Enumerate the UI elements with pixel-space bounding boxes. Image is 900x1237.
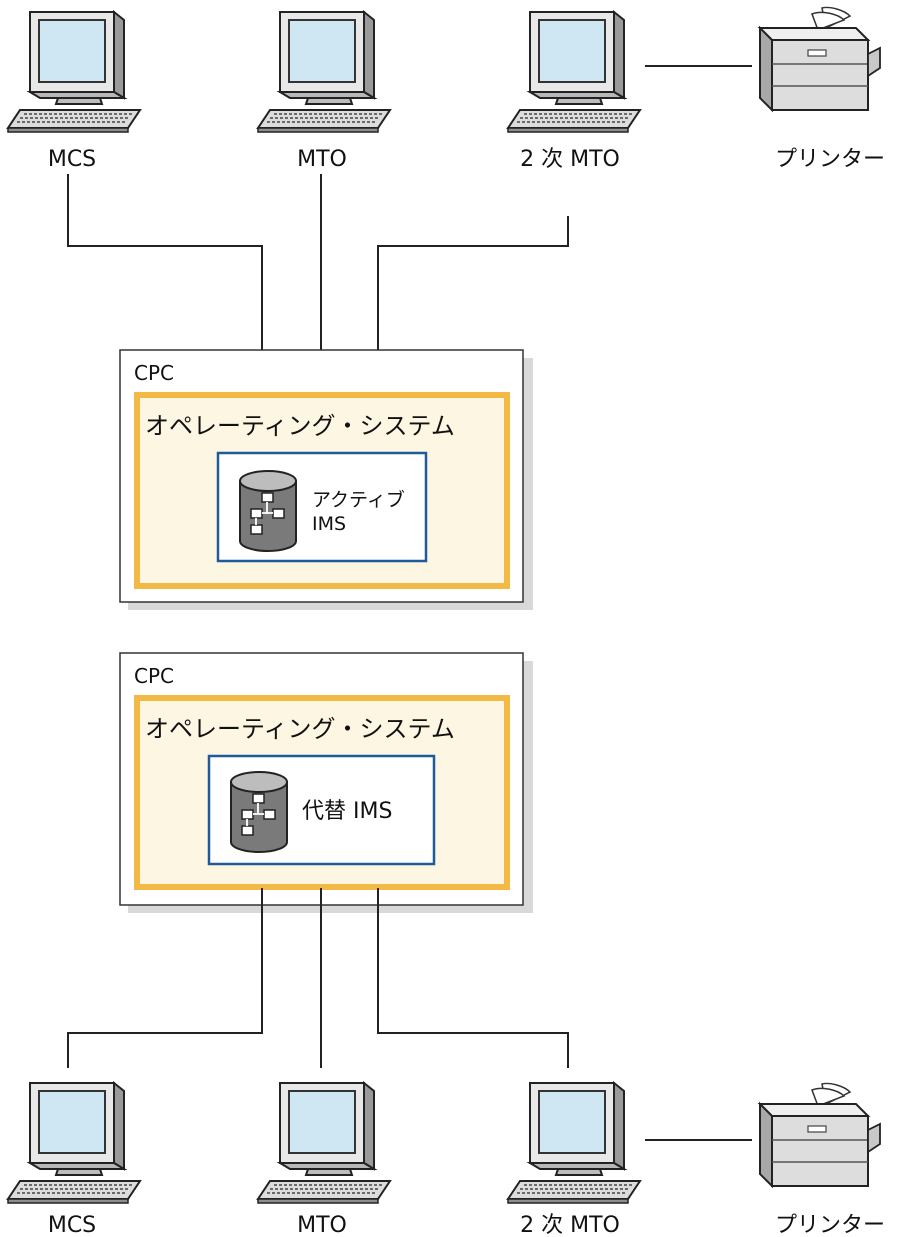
ims-label: 代替 IMS <box>302 799 392 824</box>
device-label: MTO <box>297 147 347 172</box>
ims-label-line2: IMS <box>312 513 346 535</box>
database-icon <box>239 470 297 552</box>
top-device-mto: MTO <box>257 11 391 172</box>
terminal-icon <box>507 11 641 133</box>
cpc-active: CPC オペレーティング・システム アクティブ IMS <box>119 349 533 610</box>
device-label: MTO <box>297 1213 347 1237</box>
cpc-label: CPC <box>134 664 174 688</box>
terminal-icon <box>257 1082 391 1204</box>
device-label: プリンター <box>775 147 885 172</box>
terminal-icon <box>257 11 391 133</box>
bottom-device-mto: MTO <box>257 1082 391 1237</box>
bottom-device-mcs: MCS <box>7 1082 141 1237</box>
cpc-alternate: CPC オペレーティング・システム 代替 IMS <box>119 652 533 913</box>
device-label: MCS <box>48 1213 96 1237</box>
database-icon <box>230 771 288 853</box>
ims-label-line1: アクティブ <box>312 488 405 511</box>
printer-icon <box>759 1082 881 1187</box>
top-device-mto2: 2 次 MTO <box>507 11 641 172</box>
printer-icon <box>759 6 881 111</box>
connector-alternate-mto2 <box>377 888 569 1068</box>
top-device-mcs: MCS <box>7 11 141 172</box>
terminal-icon <box>7 11 141 133</box>
top-device-printer: プリンター <box>759 6 885 172</box>
device-label: MCS <box>48 147 96 172</box>
cpc-label: CPC <box>134 361 174 385</box>
device-label: 2 次 MTO <box>520 147 620 172</box>
os-label: オペレーティング・システム <box>145 715 455 743</box>
bottom-device-mto2: 2 次 MTO <box>507 1082 641 1237</box>
bottom-device-printer: プリンター <box>759 1082 885 1237</box>
device-label: 2 次 MTO <box>520 1213 620 1237</box>
terminal-icon <box>507 1082 641 1204</box>
connector-alternate-mcs <box>67 888 263 1068</box>
connector-mto2-active <box>377 216 569 395</box>
terminal-icon <box>7 1082 141 1204</box>
connector-mcs-active <box>67 174 263 395</box>
os-label: オペレーティング・システム <box>145 412 455 440</box>
device-label: プリンター <box>775 1213 885 1237</box>
